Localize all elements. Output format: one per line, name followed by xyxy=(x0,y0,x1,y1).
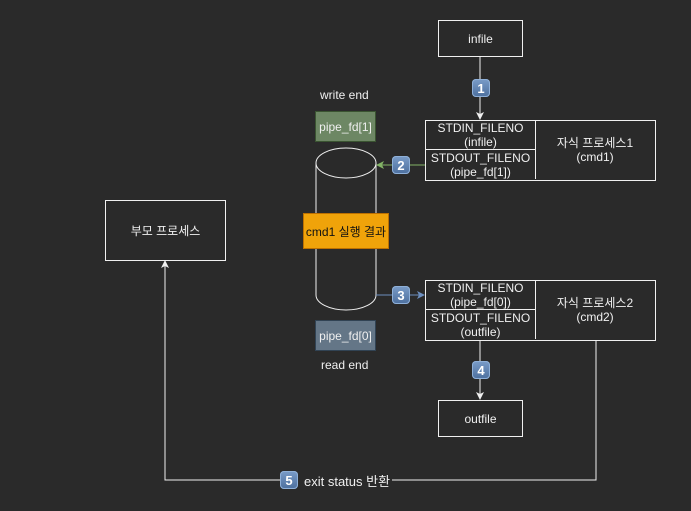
child2-stdout-cell: STDOUT_FILENO (outfile) xyxy=(426,310,536,339)
child-process-2-table: STDIN_FILENO (pipe_fd[0]) STDOUT_FILENO … xyxy=(425,280,656,341)
step-5-label-group: 5 exit status 반환 xyxy=(280,471,393,489)
child2-stdout-label: STDOUT_FILENO xyxy=(430,310,531,325)
child2-stdin-target: (pipe_fd[0]) xyxy=(450,295,511,309)
pipe-write-fd-label: pipe_fd[1] xyxy=(319,119,372,134)
step-1-badge: 1 xyxy=(472,79,490,97)
step-2-badge: 2 xyxy=(392,156,410,174)
outfile-node: outfile xyxy=(438,400,523,437)
child2-stdout-target: (outfile) xyxy=(460,324,501,339)
step-5-badge: 5 xyxy=(280,471,298,489)
outfile-label: outfile xyxy=(464,411,497,426)
pipe-write-fd-node: pipe_fd[1] xyxy=(315,111,376,142)
child1-name-cell: 자식 프로세스1 (cmd1) xyxy=(536,121,654,179)
child1-stdout-target: (pipe_fd[1]) xyxy=(450,164,511,179)
parent-process-node: 부모 프로세스 xyxy=(105,200,226,261)
child1-stdout-label: STDOUT_FILENO xyxy=(430,150,531,165)
child1-cmd: (cmd1) xyxy=(576,150,614,164)
child1-stdin-label: STDIN_FILENO xyxy=(437,121,524,135)
step-5-label: exit status 반환 xyxy=(304,473,391,489)
child1-stdin-target: (infile) xyxy=(464,135,497,149)
child2-stdin-cell: STDIN_FILENO (pipe_fd[0]) xyxy=(426,281,536,310)
pipe-content-node: cmd1 실행 결과 xyxy=(303,213,389,249)
infile-label: infile xyxy=(468,31,493,46)
read-end-label: read end xyxy=(321,358,369,372)
pipe-read-fd-label: pipe_fd[0] xyxy=(319,328,372,343)
child2-stdin-label: STDIN_FILENO xyxy=(437,281,524,295)
pipe-content-label: cmd1 실행 결과 xyxy=(305,224,387,239)
child1-stdin-cell: STDIN_FILENO (infile) xyxy=(426,121,536,150)
pipe-read-fd-node: pipe_fd[0] xyxy=(315,320,376,351)
child1-name: 자식 프로세스1 xyxy=(556,136,634,150)
infile-node: infile xyxy=(438,20,523,57)
child-process-1-table: STDIN_FILENO (infile) STDOUT_FILENO (pip… xyxy=(425,120,656,181)
step-4-badge: 4 xyxy=(472,361,490,379)
parent-process-label: 부모 프로세스 xyxy=(130,224,201,238)
write-end-label: write end xyxy=(320,88,369,102)
step-3-badge: 3 xyxy=(392,286,410,304)
child1-stdout-cell: STDOUT_FILENO (pipe_fd[1]) xyxy=(426,150,536,179)
child2-cmd: (cmd2) xyxy=(576,310,614,324)
child2-name: 자식 프로세스2 xyxy=(556,296,634,310)
child2-name-cell: 자식 프로세스2 (cmd2) xyxy=(536,281,654,339)
